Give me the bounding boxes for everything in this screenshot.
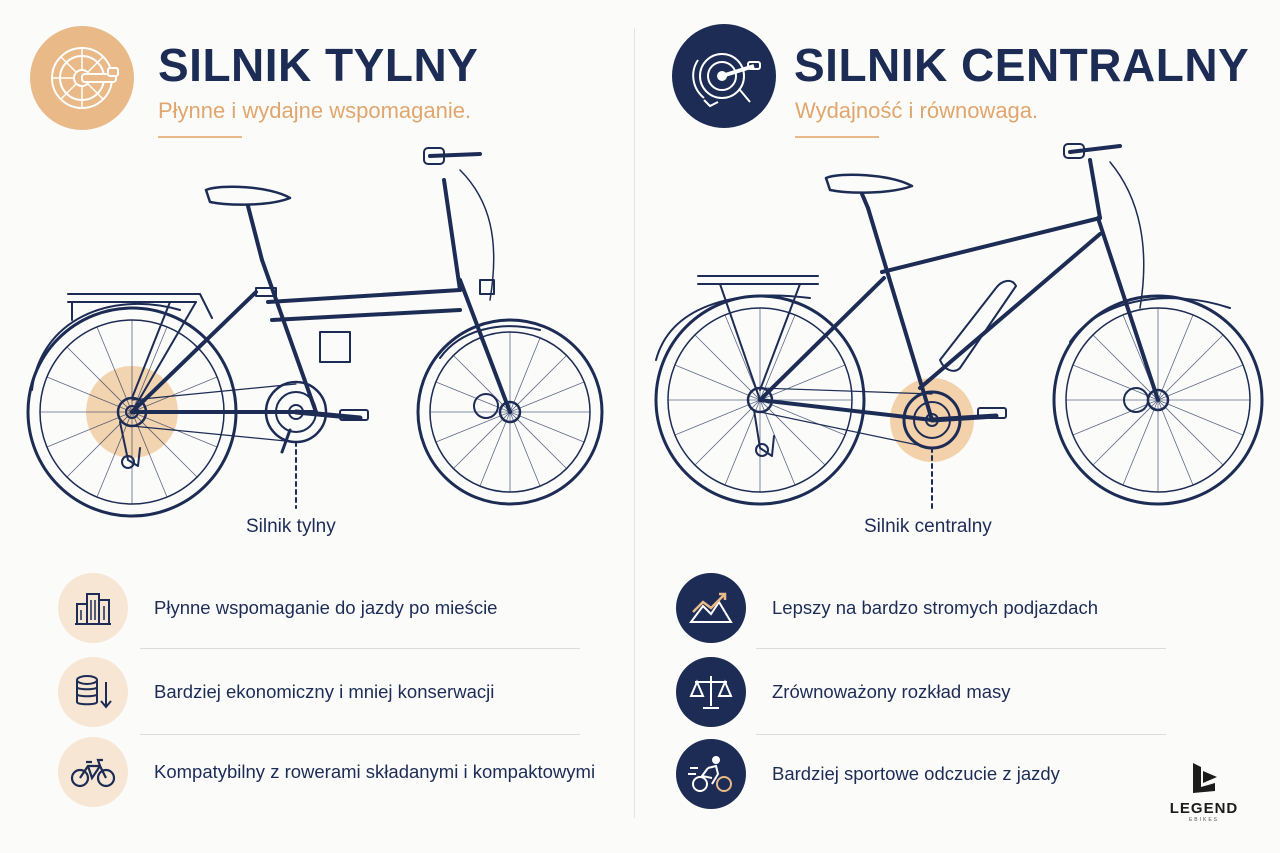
panel-divider: [634, 28, 635, 818]
cyclist-sport-icon: [688, 756, 732, 792]
city-buildings-icon: [75, 593, 111, 625]
feature-divider: [756, 648, 1166, 649]
feature-text: Zrównoważony rozkład masy: [772, 681, 1011, 702]
feature-divider: [756, 734, 1166, 735]
mid-motor-crank-icon: [692, 53, 761, 108]
feature-text: Kompatybilny z rowerami składanymi i kom…: [154, 761, 596, 782]
mid-motor-label: Silnik centralny: [864, 516, 992, 537]
front-wheel: [416, 318, 604, 506]
bicycle-icon: [70, 758, 116, 788]
feature-text: Bardziej sportowe odczucie z jazdy: [772, 763, 1060, 784]
rear-motor-panel: SILNIK TYLNY Płynne i wydajne wspomagani…: [26, 26, 604, 812]
rear-motor-subtitle: Płynne i wydajne wspomaganie.: [158, 98, 472, 123]
mid-motor-title: SILNIK CENTRALNY: [794, 39, 1250, 91]
frame-battery: [939, 280, 1017, 372]
crank-wheel-icon: [51, 47, 119, 109]
feature-text: Płynne wspomaganie do jazdy po mieście: [154, 597, 498, 618]
legend-logo-mark: [1193, 763, 1217, 793]
title-underline: [795, 136, 879, 138]
feature-text: Lepszy na bardzo stromych podjazdach: [772, 597, 1098, 618]
feature-item: Płynne wspomaganie do jazdy po mieście: [58, 568, 497, 648]
mid-motor-panel: SILNIK CENTRALNY Wydajność i równowaga.: [640, 0, 1280, 853]
mid-motor-badge: [672, 24, 776, 128]
mountain-climb-icon: [689, 592, 733, 623]
logo-submark: EBIKES: [1188, 817, 1220, 823]
rear-motor-title: SILNIK TYLNY: [158, 39, 479, 91]
feature-divider: [140, 734, 580, 735]
rear-motor-label: Silnik tylny: [246, 516, 336, 537]
coins-down-icon: [76, 675, 112, 709]
rear-derailleur: [119, 421, 141, 469]
bike-frame: [130, 258, 512, 414]
rear-motor-badge: [30, 26, 134, 130]
rear-rack: [697, 275, 819, 401]
feature-text: Bardziej ekonomiczny i mniej konserwacji: [154, 681, 495, 702]
feature-divider: [140, 648, 580, 649]
title-underline: [158, 136, 242, 138]
legend-logo: LEGEND EBIKES: [1158, 761, 1250, 823]
feature-item: Bardziej sportowe odczucie z jazdy: [676, 734, 1060, 814]
feature-item: Kompatybilny z rowerami składanymi i kom…: [58, 732, 595, 812]
feature-item: Bardziej ekonomiczny i mniej konserwacji: [58, 652, 494, 732]
folding-bike-illustration: [26, 147, 604, 518]
logo-wordmark: LEGEND: [1169, 800, 1239, 817]
crankset: [264, 380, 369, 454]
feature-item: Zrównoważony rozkład masy: [676, 652, 1011, 732]
feature-item: Lepszy na bardzo stromych podjazdach: [676, 568, 1098, 648]
trekking-bike-illustration: [654, 143, 1264, 509]
mid-motor-subtitle: Wydajność i równowaga.: [795, 98, 1039, 123]
rear-rack: [67, 293, 213, 413]
balance-scale-icon: [689, 676, 733, 709]
